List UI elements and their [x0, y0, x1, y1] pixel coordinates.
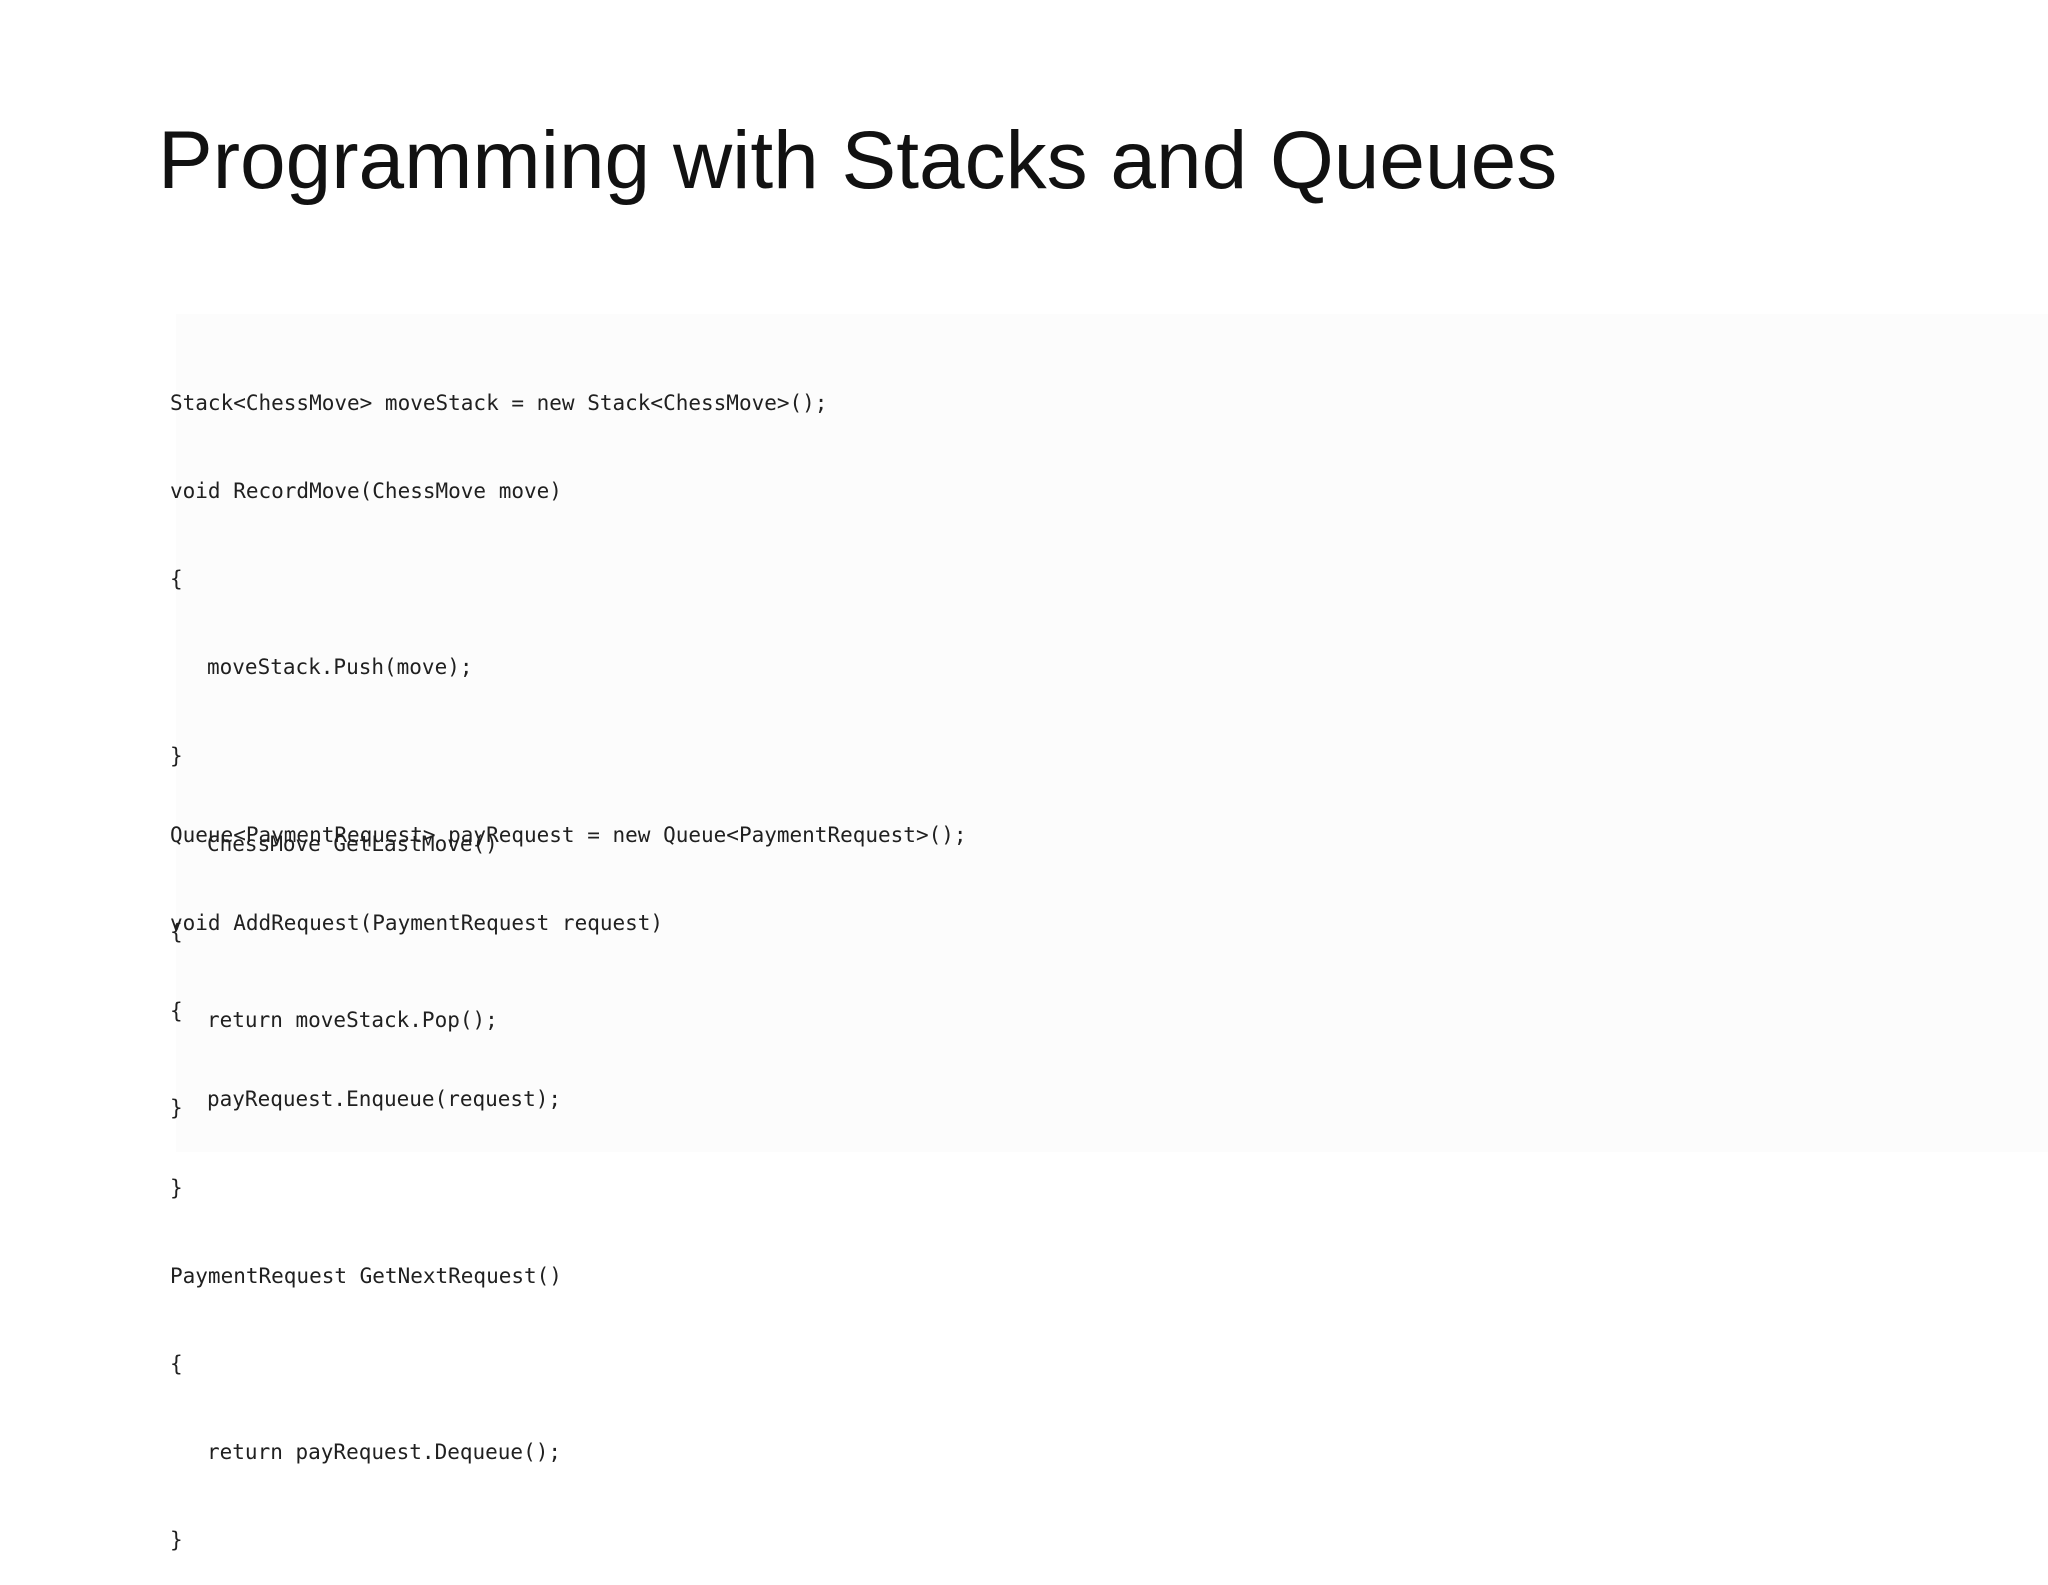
code-line: } — [170, 1175, 183, 1200]
code-line: { — [170, 567, 183, 592]
code-line: } — [170, 1096, 183, 1121]
code-line: PaymentRequest GetNextRequest() — [170, 1263, 562, 1288]
code-line: } — [170, 743, 183, 768]
code-line: ChessMove GetLastMove() — [207, 831, 498, 856]
stack-code-block: Stack<ChessMove> moveStack = new Stack<C… — [170, 330, 827, 1153]
code-line: void AddRequest(PaymentRequest request) — [170, 911, 664, 936]
code-line: { — [170, 920, 183, 945]
slide-title: Programming with Stacks and Queues — [158, 115, 1558, 206]
code-line: void RecordMove(ChessMove move) — [170, 479, 562, 504]
code-line: payRequest.Enqueue(request); — [207, 1087, 562, 1112]
code-line: { — [170, 1352, 183, 1377]
code-image-background — [176, 314, 2048, 1152]
queue-code-block: Queue<PaymentRequest> payRequest = new Q… — [170, 762, 967, 1585]
code-line: return payRequest.Dequeue(); — [207, 1440, 562, 1465]
code-line: Stack<ChessMove> moveStack = new Stack<C… — [170, 390, 828, 415]
code-line: moveStack.Push(move); — [207, 655, 473, 680]
code-line: } — [170, 1528, 183, 1553]
code-line: Queue<PaymentRequest> payRequest = new Q… — [170, 822, 967, 847]
code-line: return moveStack.Pop(); — [207, 1008, 498, 1033]
code-line: { — [170, 999, 183, 1024]
